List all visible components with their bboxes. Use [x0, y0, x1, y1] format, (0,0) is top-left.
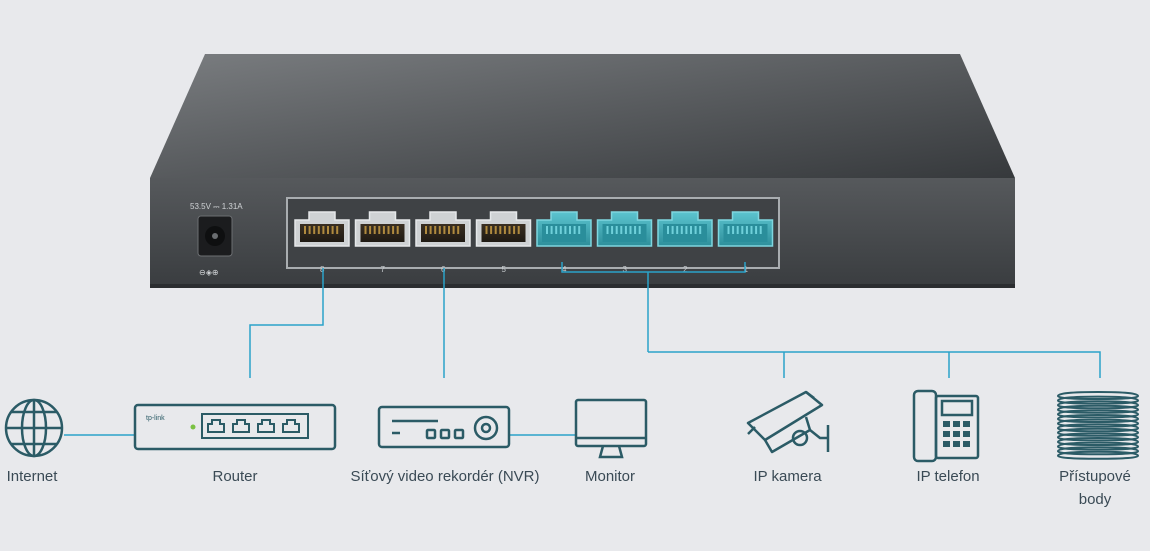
- access-point-layer: [1056, 436, 1140, 447]
- label-router: Router: [212, 468, 258, 485]
- label-nvr: Síťový video rekordér (NVR): [350, 468, 540, 485]
- port-number-label: 4: [562, 265, 567, 274]
- switch-top-surface: [150, 54, 1015, 178]
- port-4: 4: [536, 211, 592, 274]
- access-point-layer: [1056, 409, 1140, 419]
- label-internet: Internet: [6, 468, 58, 485]
- label-ip-camera: IP kamera: [753, 468, 822, 485]
- access-point-layer: [1056, 450, 1140, 460]
- access-point-layer: [1056, 427, 1140, 437]
- polarity-symbol: ⊖◈⊕: [199, 268, 219, 277]
- access-point-layer: [1056, 390, 1140, 401]
- access-point-layer: [1056, 432, 1140, 442]
- port-number-label: 2: [683, 265, 688, 274]
- access-point-layer: [1056, 400, 1140, 410]
- globe-icon: [4, 398, 64, 458]
- access-point-layer: [1056, 413, 1140, 424]
- port-2: 2: [657, 211, 713, 274]
- port-3: 3: [596, 211, 653, 274]
- port-6: 6: [415, 211, 471, 274]
- port-row: 8 7 6 5 4 3 2 1: [294, 211, 774, 274]
- port-7: 7: [354, 211, 411, 274]
- router-brand: tp-link: [146, 415, 165, 422]
- port-1: 1: [717, 211, 774, 274]
- label-access-points: Přístupové body: [1045, 465, 1145, 511]
- label-access-points-line1: Přístupové: [1059, 468, 1131, 485]
- access-point-layer: [1056, 423, 1140, 433]
- port-number-label: 3: [623, 265, 628, 274]
- access-point-layer: [1056, 446, 1140, 456]
- port-number-label: 7: [381, 265, 386, 274]
- power-jack: 53.5V ⎓ 1.31A ⊖◈⊕: [190, 202, 243, 277]
- access-point-icon: [1056, 390, 1140, 460]
- router-icon: tp-link: [133, 403, 337, 451]
- port-8: 8: [294, 211, 350, 274]
- access-point-layer: [1056, 404, 1140, 414]
- label-monitor: Monitor: [584, 468, 636, 485]
- access-point-layer: [1056, 395, 1140, 405]
- label-ip-phone: IP telefon: [916, 468, 980, 485]
- line-poe-bracket: [561, 262, 746, 273]
- nvr-icon: [377, 405, 511, 449]
- port-number-label: 5: [502, 265, 507, 274]
- line-poe-bus: [648, 351, 1101, 378]
- monitor-icon: [574, 398, 648, 459]
- access-point-layer: [1056, 418, 1140, 428]
- power-rating-label: 53.5V ⎓ 1.31A: [190, 202, 243, 211]
- camera-icon: [746, 390, 830, 454]
- line-port8-router: [249, 268, 324, 378]
- port-5: 5: [475, 211, 532, 274]
- phone-icon: [912, 389, 980, 463]
- access-point-layer: [1056, 441, 1140, 451]
- connection-lines: [64, 262, 1101, 436]
- port-number-label: 1: [744, 265, 749, 274]
- label-access-points-line2: body: [1078, 491, 1112, 508]
